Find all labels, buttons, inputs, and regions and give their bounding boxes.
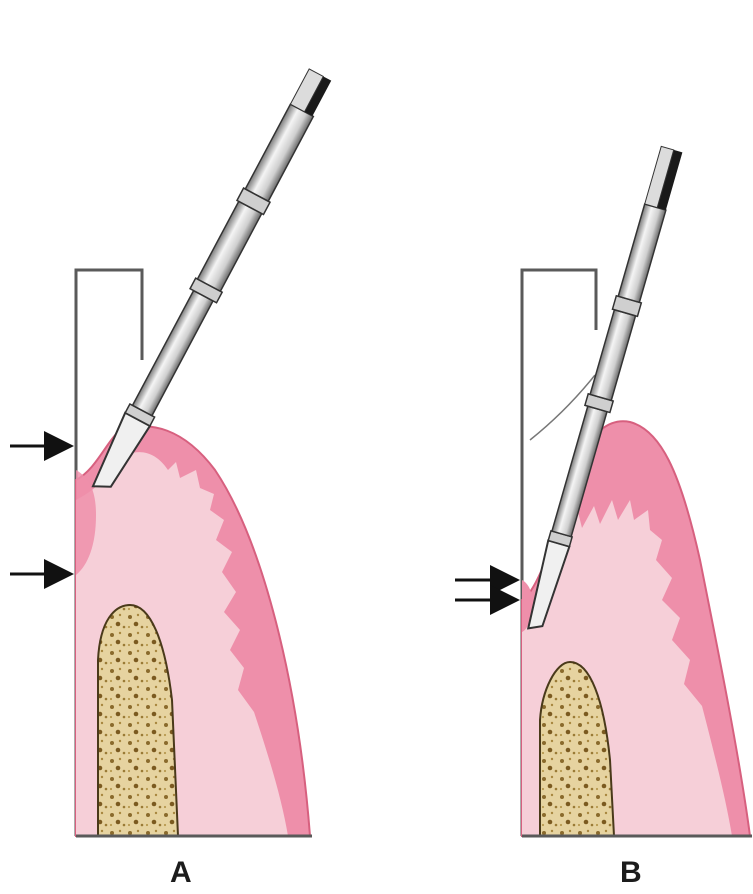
panel-label-a: A [170, 858, 192, 888]
panel-b [455, 146, 752, 836]
panel-a [10, 68, 334, 836]
panel-label-b: B [620, 858, 642, 888]
curette-instrument-icon [87, 68, 334, 497]
